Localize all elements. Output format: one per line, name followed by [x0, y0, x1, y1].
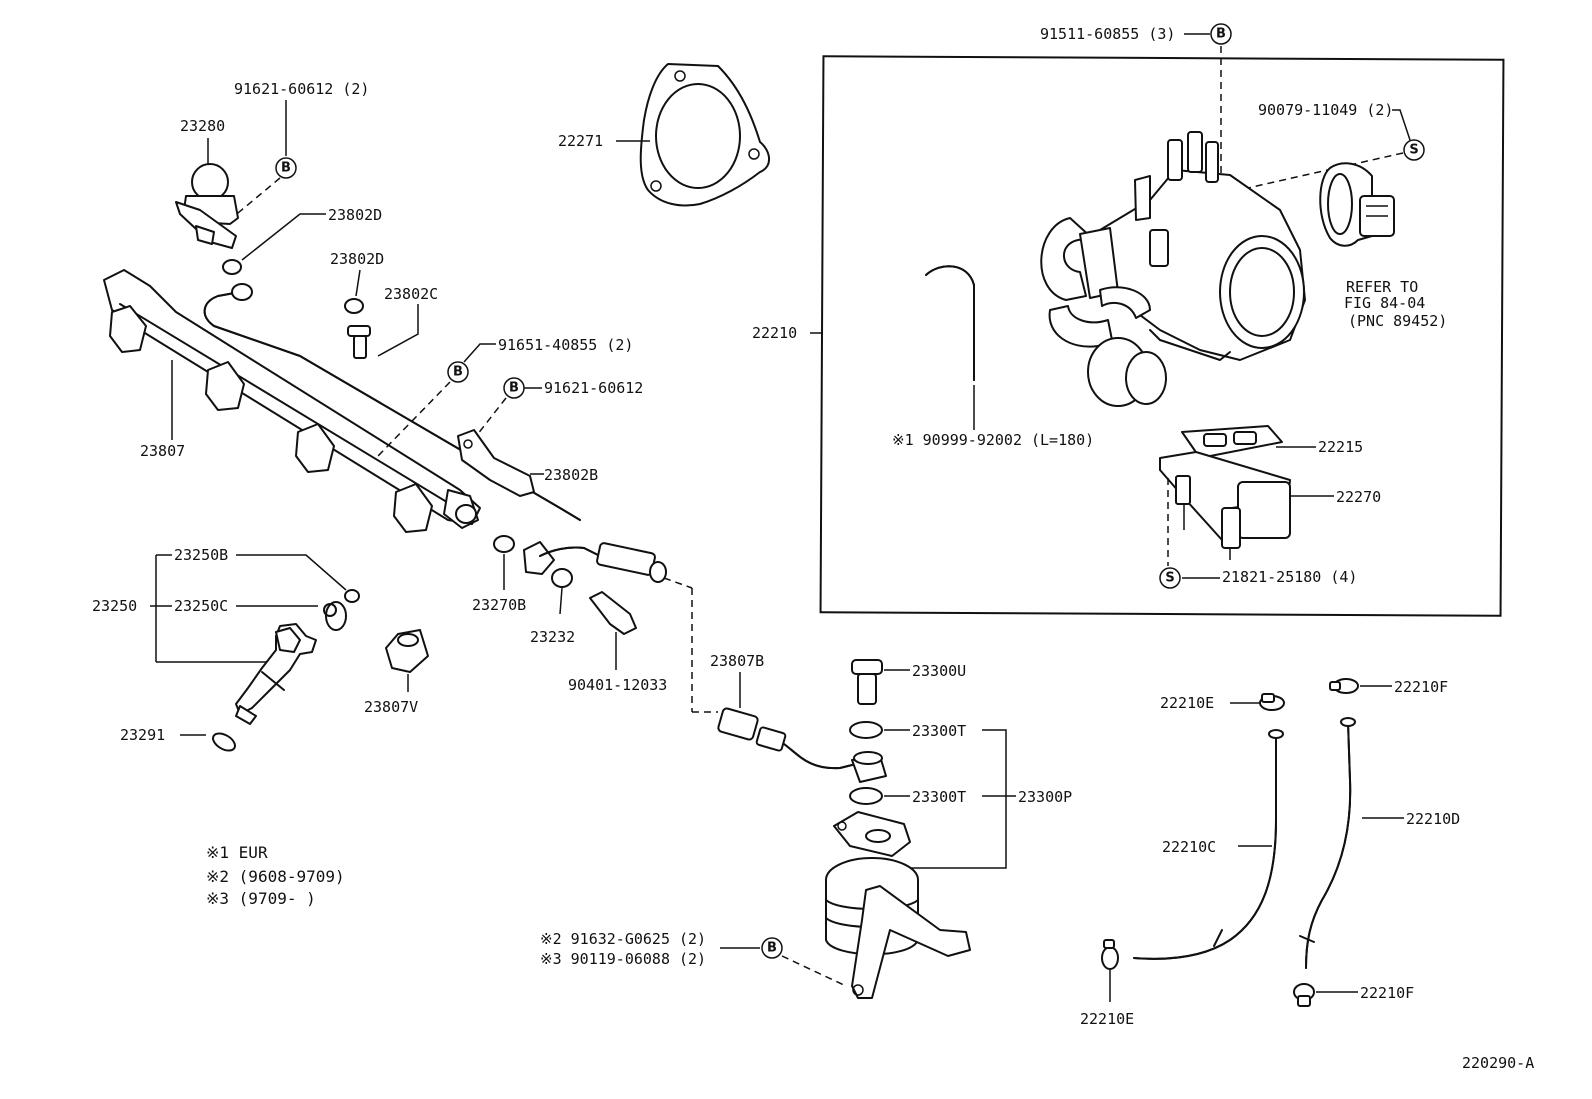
svg-text:B: B	[1216, 27, 1226, 42]
fuel-injector	[235, 623, 317, 725]
pulsation-damper	[175, 163, 239, 249]
label-91621-60612: 91621-60612	[544, 379, 643, 397]
o-ring-23250b	[344, 589, 360, 603]
marker-b-91511: B	[1210, 23, 1232, 45]
label-22210F-2: 22210F	[1360, 984, 1414, 1002]
fuel-hose-23807b	[717, 707, 857, 770]
throttle-body-group-box	[819, 55, 1505, 617]
gasket-23300t-1	[849, 721, 883, 739]
marker-s-90079: S	[1403, 139, 1425, 161]
svg-text:S: S	[1409, 143, 1418, 158]
hose-22210c	[1133, 729, 1284, 960]
label-23807B: 23807B	[710, 652, 764, 670]
marker-b-91651: B	[447, 361, 469, 383]
legend-9709: ※3 (9709- )	[206, 889, 316, 908]
svg-text:B: B	[509, 381, 519, 396]
marker-b-91621a: B	[275, 157, 297, 179]
refer-line-2: FIG 84-04	[1344, 294, 1425, 312]
label-23250C: 23250C	[174, 597, 228, 615]
label-90401-12033: 90401-12033	[568, 676, 667, 694]
throttle-position-sensor	[1319, 162, 1395, 247]
svg-text:B: B	[453, 365, 463, 380]
label-90079-11049: 90079-11049 (2)	[1258, 101, 1393, 119]
union-bolt-90401	[589, 591, 637, 635]
label-91632-G0625: ※2 91632-G0625 (2)	[540, 930, 706, 948]
throttle-body	[1040, 131, 1306, 407]
label-22271: 22271	[558, 132, 603, 150]
label-23802D-1: 23802D	[328, 206, 382, 224]
spacer-23807v	[385, 629, 429, 673]
fuel-pressure-regulator	[825, 811, 971, 999]
svg-text:S: S	[1165, 571, 1174, 586]
insulator-23250c	[323, 601, 347, 631]
pipe-clamp-23802b	[457, 429, 535, 497]
label-23300P: 23300P	[1018, 788, 1072, 806]
label-22210: 22210	[752, 324, 797, 342]
label-22210E-1: 22210E	[1160, 694, 1214, 712]
label-23300T-1: 23300T	[912, 722, 966, 740]
idle-air-control-valve	[1159, 425, 1291, 560]
hose-clamp-22210e-2	[1101, 939, 1119, 970]
o-ring-23291	[212, 732, 236, 752]
small-vacuum-hose	[925, 265, 975, 381]
gasket-23300t-2	[849, 787, 883, 805]
label-23300T-2: 23300T	[912, 788, 966, 806]
legend-9608-9709: ※2 (9608-9709)	[206, 867, 345, 886]
label-23807V: 23807V	[364, 698, 418, 716]
label-23802D-2: 23802D	[330, 250, 384, 268]
label-23291: 23291	[120, 726, 165, 744]
label-22210C: 22210C	[1162, 838, 1216, 856]
svg-text:B: B	[281, 161, 291, 176]
o-ring-23802d-2	[344, 298, 364, 314]
label-22215: 22215	[1318, 438, 1363, 456]
refer-line-1: REFER TO	[1346, 278, 1418, 296]
label-91621-60612-2: 91621-60612 (2)	[234, 80, 369, 98]
union-bolt-23300u	[851, 659, 883, 705]
gasket-23232	[551, 568, 573, 588]
label-22210F-1: 22210F	[1394, 678, 1448, 696]
hose-22210d	[1299, 717, 1356, 969]
figure-id: 220290-A	[1462, 1054, 1534, 1072]
svg-text:B: B	[767, 941, 777, 956]
label-23802C: 23802C	[384, 285, 438, 303]
label-23232: 23232	[530, 628, 575, 646]
fuel-delivery-pipe	[103, 269, 481, 533]
hose-clamp-22210f-1	[1329, 678, 1359, 694]
union-bolt-23802c	[347, 325, 371, 359]
label-91511-60855: 91511-60855 (3)	[1040, 25, 1175, 43]
union-23300	[851, 751, 887, 783]
label-22210D: 22210D	[1406, 810, 1460, 828]
marker-s-21821: S	[1159, 567, 1181, 589]
label-23300U: 23300U	[912, 662, 966, 680]
label-23250B: 23250B	[174, 546, 228, 564]
label-21821-25180: 21821-25180 (4)	[1222, 568, 1357, 586]
label-22270: 22270	[1336, 488, 1381, 506]
gasket-23270b	[493, 535, 515, 553]
label-23802B: 23802B	[544, 466, 598, 484]
label-23807: 23807	[140, 442, 185, 460]
refer-line-3: (PNC 89452)	[1348, 312, 1447, 330]
hose-clamp-22210e-1	[1259, 693, 1285, 711]
legend-eur: ※1 EUR	[206, 843, 268, 862]
marker-b-91632: B	[761, 937, 783, 959]
label-23250: 23250	[92, 597, 137, 615]
label-90119-06088: ※3 90119-06088 (2)	[540, 950, 706, 968]
label-91651-40855: 91651-40855 (2)	[498, 336, 633, 354]
o-ring-23802d-1	[222, 259, 242, 275]
hose-clamp-22210f-2	[1293, 983, 1315, 1007]
label-90999-92002: ※1 90999-92002 (L=180)	[892, 431, 1094, 449]
marker-b-91621b: B	[503, 377, 525, 399]
label-22210E-2: 22210E	[1080, 1010, 1134, 1028]
label-23280: 23280	[180, 117, 225, 135]
fuel-hose-union	[523, 541, 667, 583]
throttle-body-gasket	[639, 63, 770, 207]
label-23270B: 23270B	[472, 596, 526, 614]
